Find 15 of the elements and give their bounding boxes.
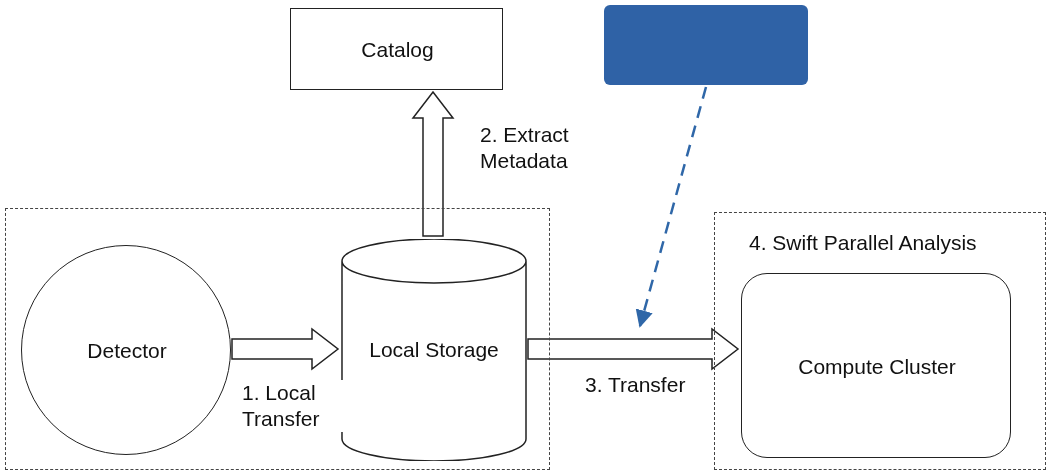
block-arrow: [527, 327, 740, 371]
node-label: Local Storage: [368, 338, 500, 362]
arrow: [635, 86, 708, 328]
block-arrow: [411, 90, 455, 237]
dashed-group-frame: [5, 208, 550, 470]
node-label: Detector: [86, 339, 168, 363]
dashed-group-frame: [714, 212, 1046, 470]
group-title: 4. Swift Parallel Analysis: [749, 231, 977, 255]
node-label: Compute Cluster: [797, 354, 957, 379]
node-label: Catalog: [360, 38, 435, 62]
block-arrow: [231, 327, 340, 371]
rounded-box: [741, 273, 1011, 458]
filled-box: [604, 5, 808, 85]
storage-cylinder: [341, 239, 527, 461]
process-box: [290, 8, 503, 90]
